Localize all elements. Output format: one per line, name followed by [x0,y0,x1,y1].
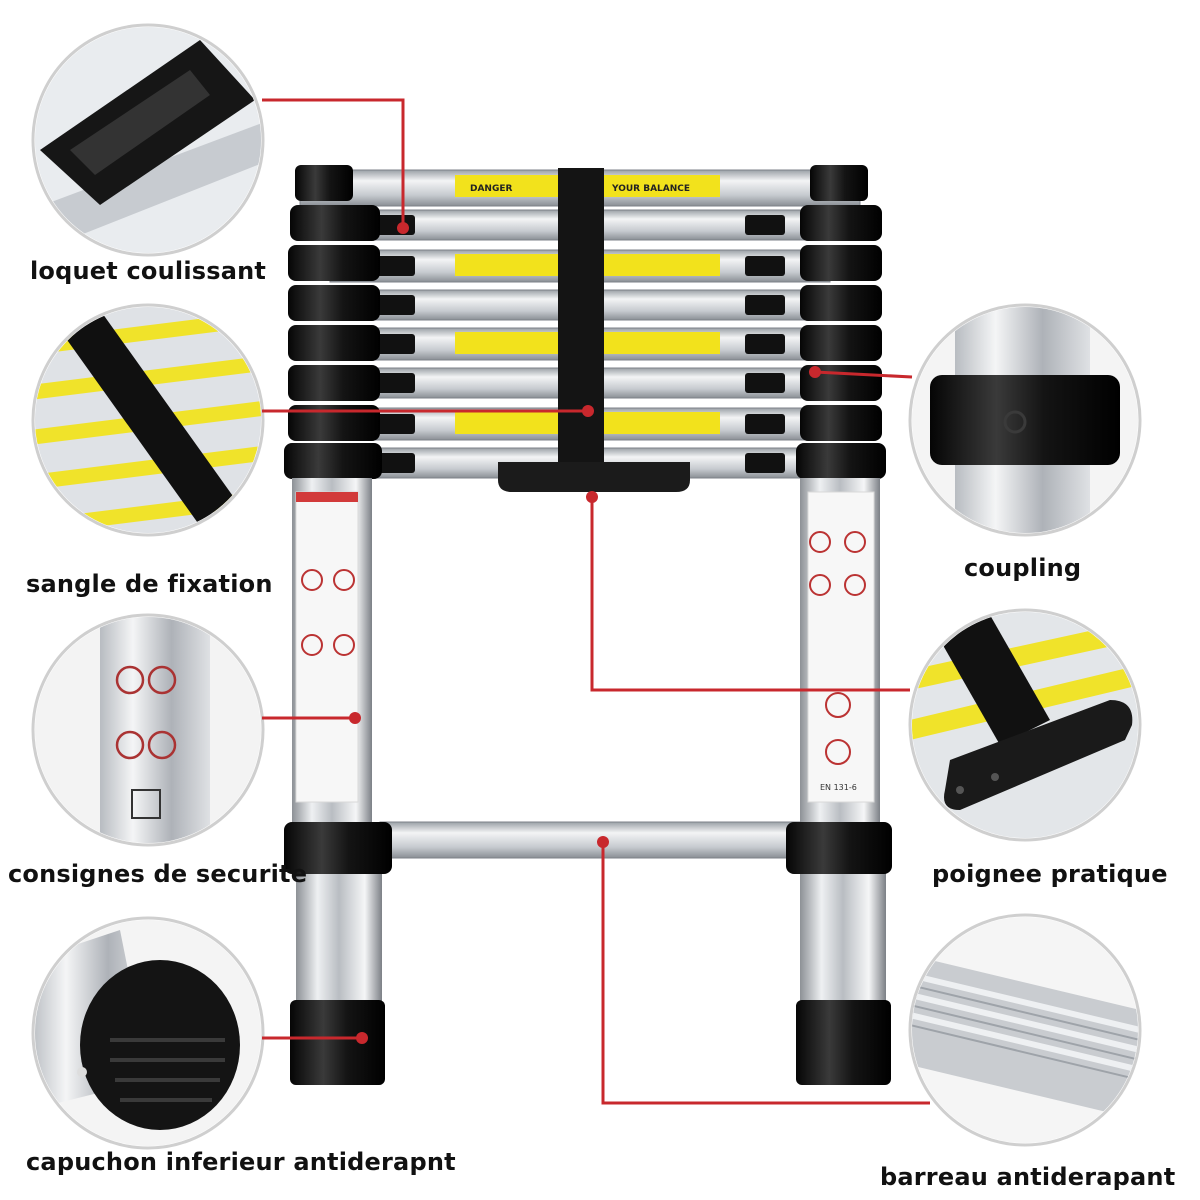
detail-sliding-latch [31,23,265,257]
label-coupling: coupling [964,554,1082,582]
carry-handle [498,462,690,492]
label-handle: poignee pratique [932,860,1168,888]
callout-dots [349,222,821,1044]
ladder: DANGER YOUR BALANCE [284,165,892,1085]
detail-bottom-cap [31,916,265,1150]
label-safety-instructions: consignes de securite [8,860,308,888]
label-anti-slip-rung: barreau antiderapant [880,1163,1176,1191]
callout-lines [262,98,930,1105]
detail-anti-slip-rung [908,913,1142,1147]
standard-text: EN 131-6 [820,783,857,792]
detail-safety-instructions [31,613,265,847]
label-sliding-latch: loquet coulissant [30,257,267,285]
detail-coupling [908,303,1142,537]
rung-danger-text: DANGER [470,184,513,194]
detail-fixing-strap [31,303,265,537]
left-stile [290,478,385,1085]
label-bottom-cap: capuchon inferieur antiderapnt [26,1148,456,1176]
left-coupling-stack [284,165,382,479]
label-fixing-strap: sangle de fixation [26,570,273,598]
fixing-strap [558,168,604,468]
bottom-rung [379,821,801,859]
detail-handle [908,608,1142,842]
right-coupling-stack [796,165,886,479]
rung-balance-text: YOUR BALANCE [611,184,690,194]
right-stile [796,478,891,1085]
